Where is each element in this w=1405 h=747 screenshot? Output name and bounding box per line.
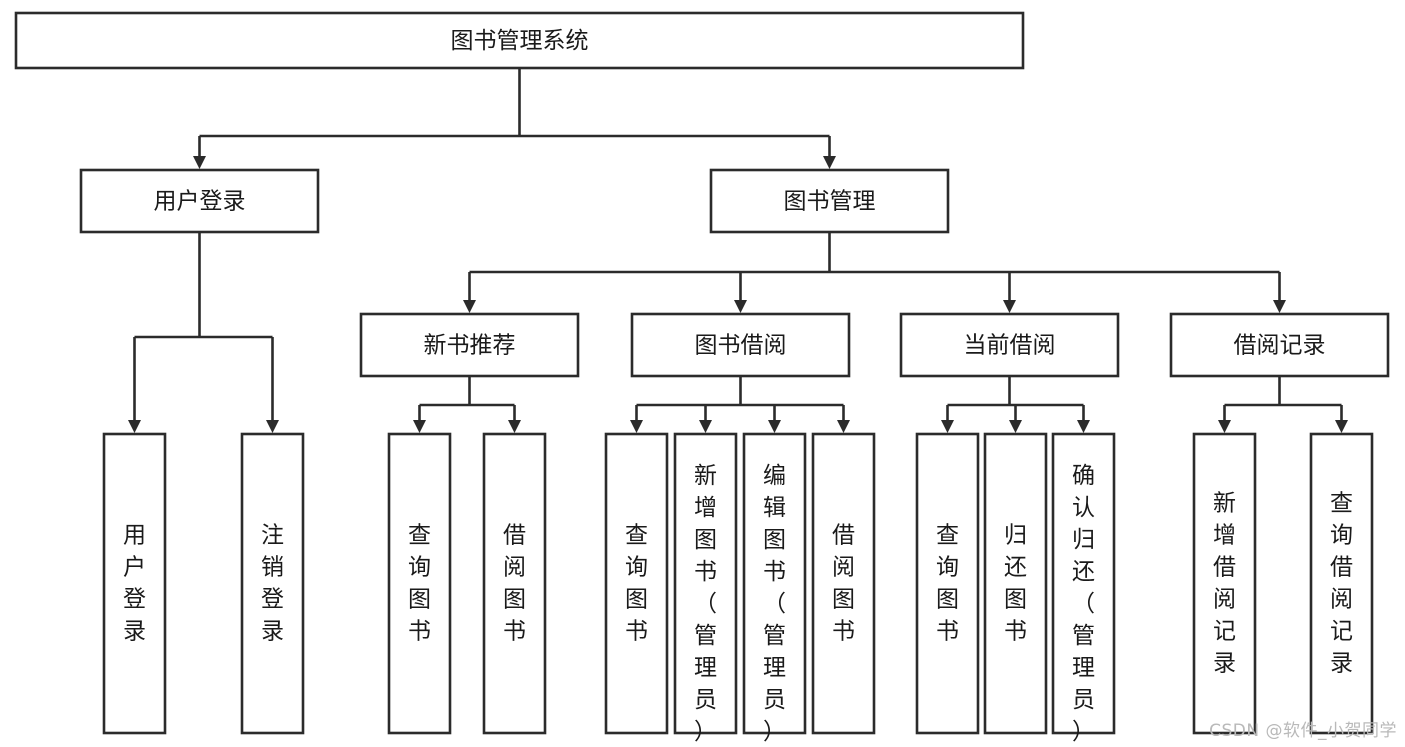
node-label: 当前借阅 xyxy=(964,333,1056,359)
node-leaf-借阅图书[interactable]: 借阅图书 xyxy=(811,432,876,735)
arrow-head-icon xyxy=(630,420,643,433)
connector-layer xyxy=(128,68,1348,433)
node-l2-用户登录[interactable]: 用户登录 xyxy=(79,168,320,234)
node-l3-当前借阅[interactable]: 当前借阅 xyxy=(899,312,1120,378)
arrow-head-icon xyxy=(266,420,279,433)
csdn-watermark: CSDN @软件_小贺同学 xyxy=(1209,721,1397,741)
node-label: 借阅记录 xyxy=(1234,333,1326,359)
connector-group xyxy=(463,232,1286,313)
arrow-head-icon xyxy=(1003,300,1016,313)
node-label: 查询图书 xyxy=(936,522,959,644)
node-box xyxy=(240,432,305,735)
node-label: 归还图书 xyxy=(1004,522,1027,644)
connector-group xyxy=(193,68,836,169)
arrow-head-icon xyxy=(1218,420,1231,433)
arrow-head-icon xyxy=(941,420,954,433)
node-leaf-确认归还管理员[interactable]: 确认归还（管理员） xyxy=(1051,432,1116,745)
node-box xyxy=(604,432,669,735)
arrow-head-icon xyxy=(508,420,521,433)
node-leaf-查询图书[interactable]: 查询图书 xyxy=(604,432,669,735)
node-leaf-新增图书管理员[interactable]: 新增图书（管理员） xyxy=(673,432,738,745)
node-box xyxy=(1309,432,1374,735)
node-box xyxy=(387,432,452,735)
node-leaf-查询借阅记录[interactable]: 查询借阅记录 xyxy=(1309,432,1374,735)
node-box xyxy=(359,312,580,378)
node-l3-新书推荐[interactable]: 新书推荐 xyxy=(359,312,580,378)
node-box xyxy=(915,432,980,735)
node-leaf-编辑图书管理员[interactable]: 编辑图书（管理员） xyxy=(742,432,807,745)
node-l3-图书借阅[interactable]: 图书借阅 xyxy=(630,312,851,378)
node-leaf-借阅图书[interactable]: 借阅图书 xyxy=(482,432,547,735)
connector-group xyxy=(1218,376,1348,433)
arrow-head-icon xyxy=(463,300,476,313)
connector-group xyxy=(413,376,521,433)
node-label: 图书借阅 xyxy=(695,333,787,359)
arrow-head-icon xyxy=(193,156,206,169)
node-label: 图书管理 xyxy=(784,189,876,215)
arrow-head-icon xyxy=(1077,420,1090,433)
node-label: 确认归还（管理员） xyxy=(1072,463,1095,745)
node-box xyxy=(79,168,320,234)
arrow-head-icon xyxy=(1009,420,1022,433)
node-label: 新增借阅记录 xyxy=(1213,490,1236,676)
node-label: 图书管理系统 xyxy=(451,28,589,54)
node-box xyxy=(742,432,807,735)
node-box xyxy=(709,168,950,234)
node-label: 查询借阅记录 xyxy=(1330,490,1353,676)
node-box xyxy=(1051,432,1116,735)
node-box xyxy=(1169,312,1390,378)
node-label: 借阅图书 xyxy=(832,522,855,644)
connector-group xyxy=(941,376,1090,433)
node-leaf-归还图书[interactable]: 归还图书 xyxy=(983,432,1048,735)
node-label: 用户登录 xyxy=(123,522,146,644)
node-leaf-用户登录[interactable]: 用户登录 xyxy=(102,432,167,735)
node-l3-借阅记录[interactable]: 借阅记录 xyxy=(1169,312,1390,378)
node-label: 查询图书 xyxy=(625,522,648,644)
node-root-图书管理系统[interactable]: 图书管理系统 xyxy=(14,11,1025,70)
arrow-head-icon xyxy=(1273,300,1286,313)
node-box xyxy=(630,312,851,378)
arrow-head-icon xyxy=(734,300,747,313)
node-box xyxy=(1192,432,1257,735)
node-leaf-注销登录[interactable]: 注销登录 xyxy=(240,432,305,735)
node-box xyxy=(673,432,738,735)
node-label: 新增图书（管理员） xyxy=(694,463,717,745)
arrow-head-icon xyxy=(768,420,781,433)
node-leaf-新增借阅记录[interactable]: 新增借阅记录 xyxy=(1192,432,1257,735)
node-label: 借阅图书 xyxy=(503,522,526,644)
node-layer: 图书管理系统用户登录图书管理新书推荐图书借阅当前借阅借阅记录用户登录注销登录查询… xyxy=(14,11,1390,745)
arrow-head-icon xyxy=(837,420,850,433)
arrow-head-icon xyxy=(699,420,712,433)
arrow-head-icon xyxy=(823,156,836,169)
node-leaf-查询图书[interactable]: 查询图书 xyxy=(387,432,452,735)
node-box xyxy=(983,432,1048,735)
node-label: 注销登录 xyxy=(261,522,284,644)
arrow-head-icon xyxy=(128,420,141,433)
node-label: 编辑图书（管理员） xyxy=(763,463,786,745)
node-label: 新书推荐 xyxy=(424,333,516,359)
connector-group xyxy=(128,232,279,433)
node-box xyxy=(102,432,167,735)
arrow-head-icon xyxy=(1335,420,1348,433)
node-box xyxy=(811,432,876,735)
arrow-head-icon xyxy=(413,420,426,433)
node-label: 查询图书 xyxy=(408,522,431,644)
node-l2-图书管理[interactable]: 图书管理 xyxy=(709,168,950,234)
node-box xyxy=(482,432,547,735)
node-box xyxy=(899,312,1120,378)
connector-group xyxy=(630,376,850,433)
node-box xyxy=(14,11,1025,70)
node-label: 用户登录 xyxy=(154,189,246,215)
node-leaf-查询图书[interactable]: 查询图书 xyxy=(915,432,980,735)
